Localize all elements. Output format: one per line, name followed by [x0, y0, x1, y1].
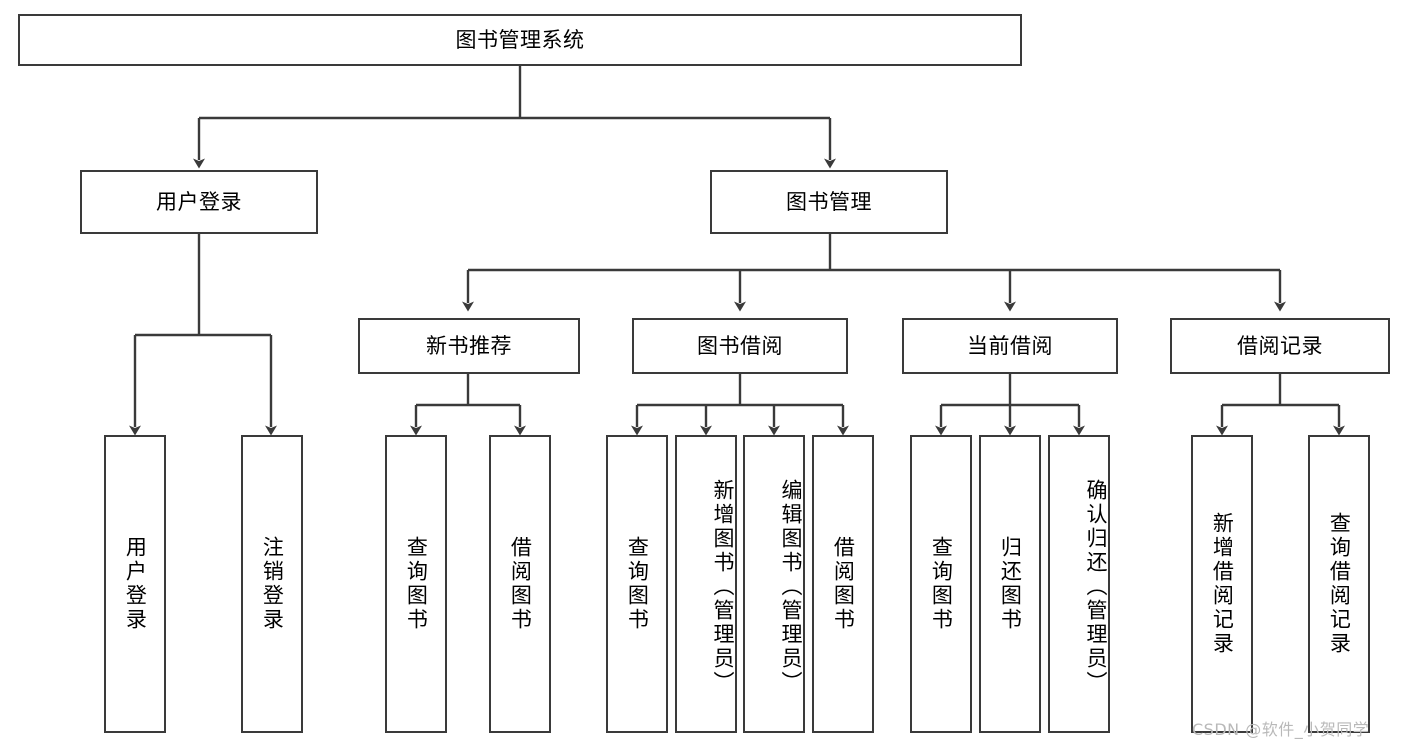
leaf-query-record[interactable]: 查询借阅记录 [1308, 435, 1370, 733]
node-current-borrow[interactable]: 当前借阅 [902, 318, 1118, 374]
leaf-query-book-1-label: 查询图书 [404, 536, 429, 632]
node-user-login-label: 用户登录 [156, 189, 242, 214]
leaf-query-book-3-label: 查询图书 [929, 536, 954, 632]
node-book-management-label: 图书管理 [786, 189, 872, 214]
leaf-query-book-3[interactable]: 查询图书 [910, 435, 972, 733]
leaf-edit-book[interactable]: 编辑图书（管理员） [743, 435, 805, 733]
leaf-user-login[interactable]: 用户登录 [104, 435, 166, 733]
node-book-borrow[interactable]: 图书借阅 [632, 318, 848, 374]
node-current-borrow-label: 当前借阅 [967, 333, 1053, 358]
leaf-logout[interactable]: 注销登录 [241, 435, 303, 733]
leaf-query-record-label: 查询借阅记录 [1327, 512, 1352, 656]
leaf-query-book-1[interactable]: 查询图书 [385, 435, 447, 733]
leaf-add-record-label: 新增借阅记录 [1210, 512, 1235, 656]
leaf-user-login-label: 用户登录 [123, 536, 148, 632]
leaf-add-book[interactable]: 新增图书（管理员） [675, 435, 737, 733]
node-book-borrow-label: 图书借阅 [697, 333, 783, 358]
leaf-confirm-return[interactable]: 确认归还（管理员） [1048, 435, 1110, 733]
leaf-borrow-book-2[interactable]: 借阅图书 [812, 435, 874, 733]
node-root-label: 图书管理系统 [455, 27, 585, 52]
node-root[interactable]: 图书管理系统 [18, 14, 1022, 66]
leaf-add-record[interactable]: 新增借阅记录 [1191, 435, 1253, 733]
leaf-return-book-label: 归还图书 [998, 536, 1023, 632]
csdn-watermark: CSDN @软件_小贺同学 [1192, 720, 1370, 739]
node-book-management[interactable]: 图书管理 [710, 170, 948, 234]
node-new-book-recommend-label: 新书推荐 [426, 333, 512, 358]
leaf-confirm-return-label: 确认归还（管理员） [1084, 479, 1108, 695]
leaf-add-book-label: 新增图书（管理员） [711, 479, 735, 695]
leaf-query-book-2-label: 查询图书 [625, 536, 650, 632]
node-user-login[interactable]: 用户登录 [80, 170, 318, 234]
leaf-return-book[interactable]: 归还图书 [979, 435, 1041, 733]
leaf-borrow-book-2-label: 借阅图书 [831, 536, 856, 632]
leaf-edit-book-label: 编辑图书（管理员） [779, 479, 803, 695]
node-borrow-record-label: 借阅记录 [1237, 333, 1323, 358]
leaf-borrow-book-1-label: 借阅图书 [508, 536, 533, 632]
leaf-borrow-book-1[interactable]: 借阅图书 [489, 435, 551, 733]
node-new-book-recommend[interactable]: 新书推荐 [358, 318, 580, 374]
leaf-query-book-2[interactable]: 查询图书 [606, 435, 668, 733]
leaf-logout-label: 注销登录 [260, 536, 285, 632]
node-borrow-record[interactable]: 借阅记录 [1170, 318, 1390, 374]
